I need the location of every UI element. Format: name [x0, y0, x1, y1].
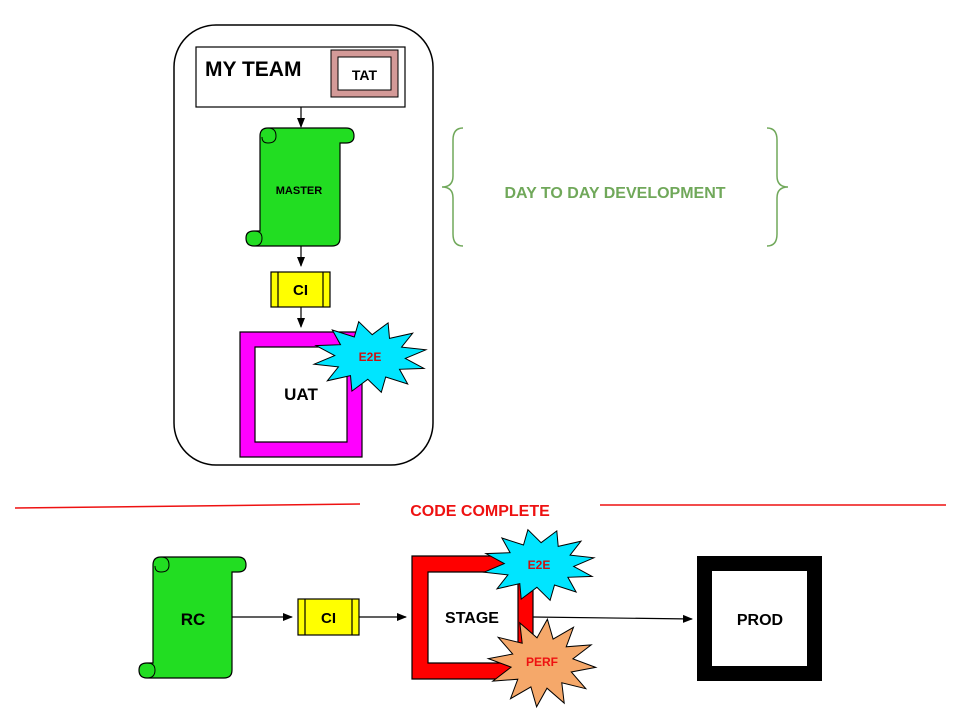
day-to-day-label: DAY TO DAY DEVELOPMENT	[504, 185, 725, 202]
prod-label: PROD	[737, 612, 783, 629]
stage-label: STAGE	[445, 610, 499, 627]
e2e-burst-bottom	[482, 528, 596, 602]
ci-top-label: CI	[293, 282, 308, 299]
ci-top-box	[270, 271, 331, 308]
master-scroll	[245, 127, 355, 247]
prod-frame	[697, 556, 822, 681]
perf-label: PERF	[526, 655, 558, 669]
e2e-top-label: E2E	[359, 350, 382, 364]
left-brace	[441, 127, 464, 247]
ci-bottom-box	[297, 598, 360, 636]
team-title: MY TEAM	[205, 58, 301, 81]
arrow-stage-to-prod	[532, 614, 693, 623]
tat-badge-label: TAT	[352, 67, 378, 83]
e2e-burst-top	[312, 320, 428, 394]
rc-scroll	[138, 556, 247, 679]
e2e-bottom-label: E2E	[528, 558, 551, 572]
rc-label: RC	[181, 610, 206, 629]
tat-badge-inner	[337, 56, 392, 91]
uat-label: UAT	[284, 385, 318, 404]
ci-bottom-label: CI	[321, 610, 336, 627]
perf-burst	[486, 617, 598, 709]
master-label: MASTER	[276, 185, 323, 197]
divider-left	[14, 503, 361, 509]
right-brace	[766, 127, 789, 247]
code-complete-label: CODE COMPLETE	[410, 503, 550, 520]
